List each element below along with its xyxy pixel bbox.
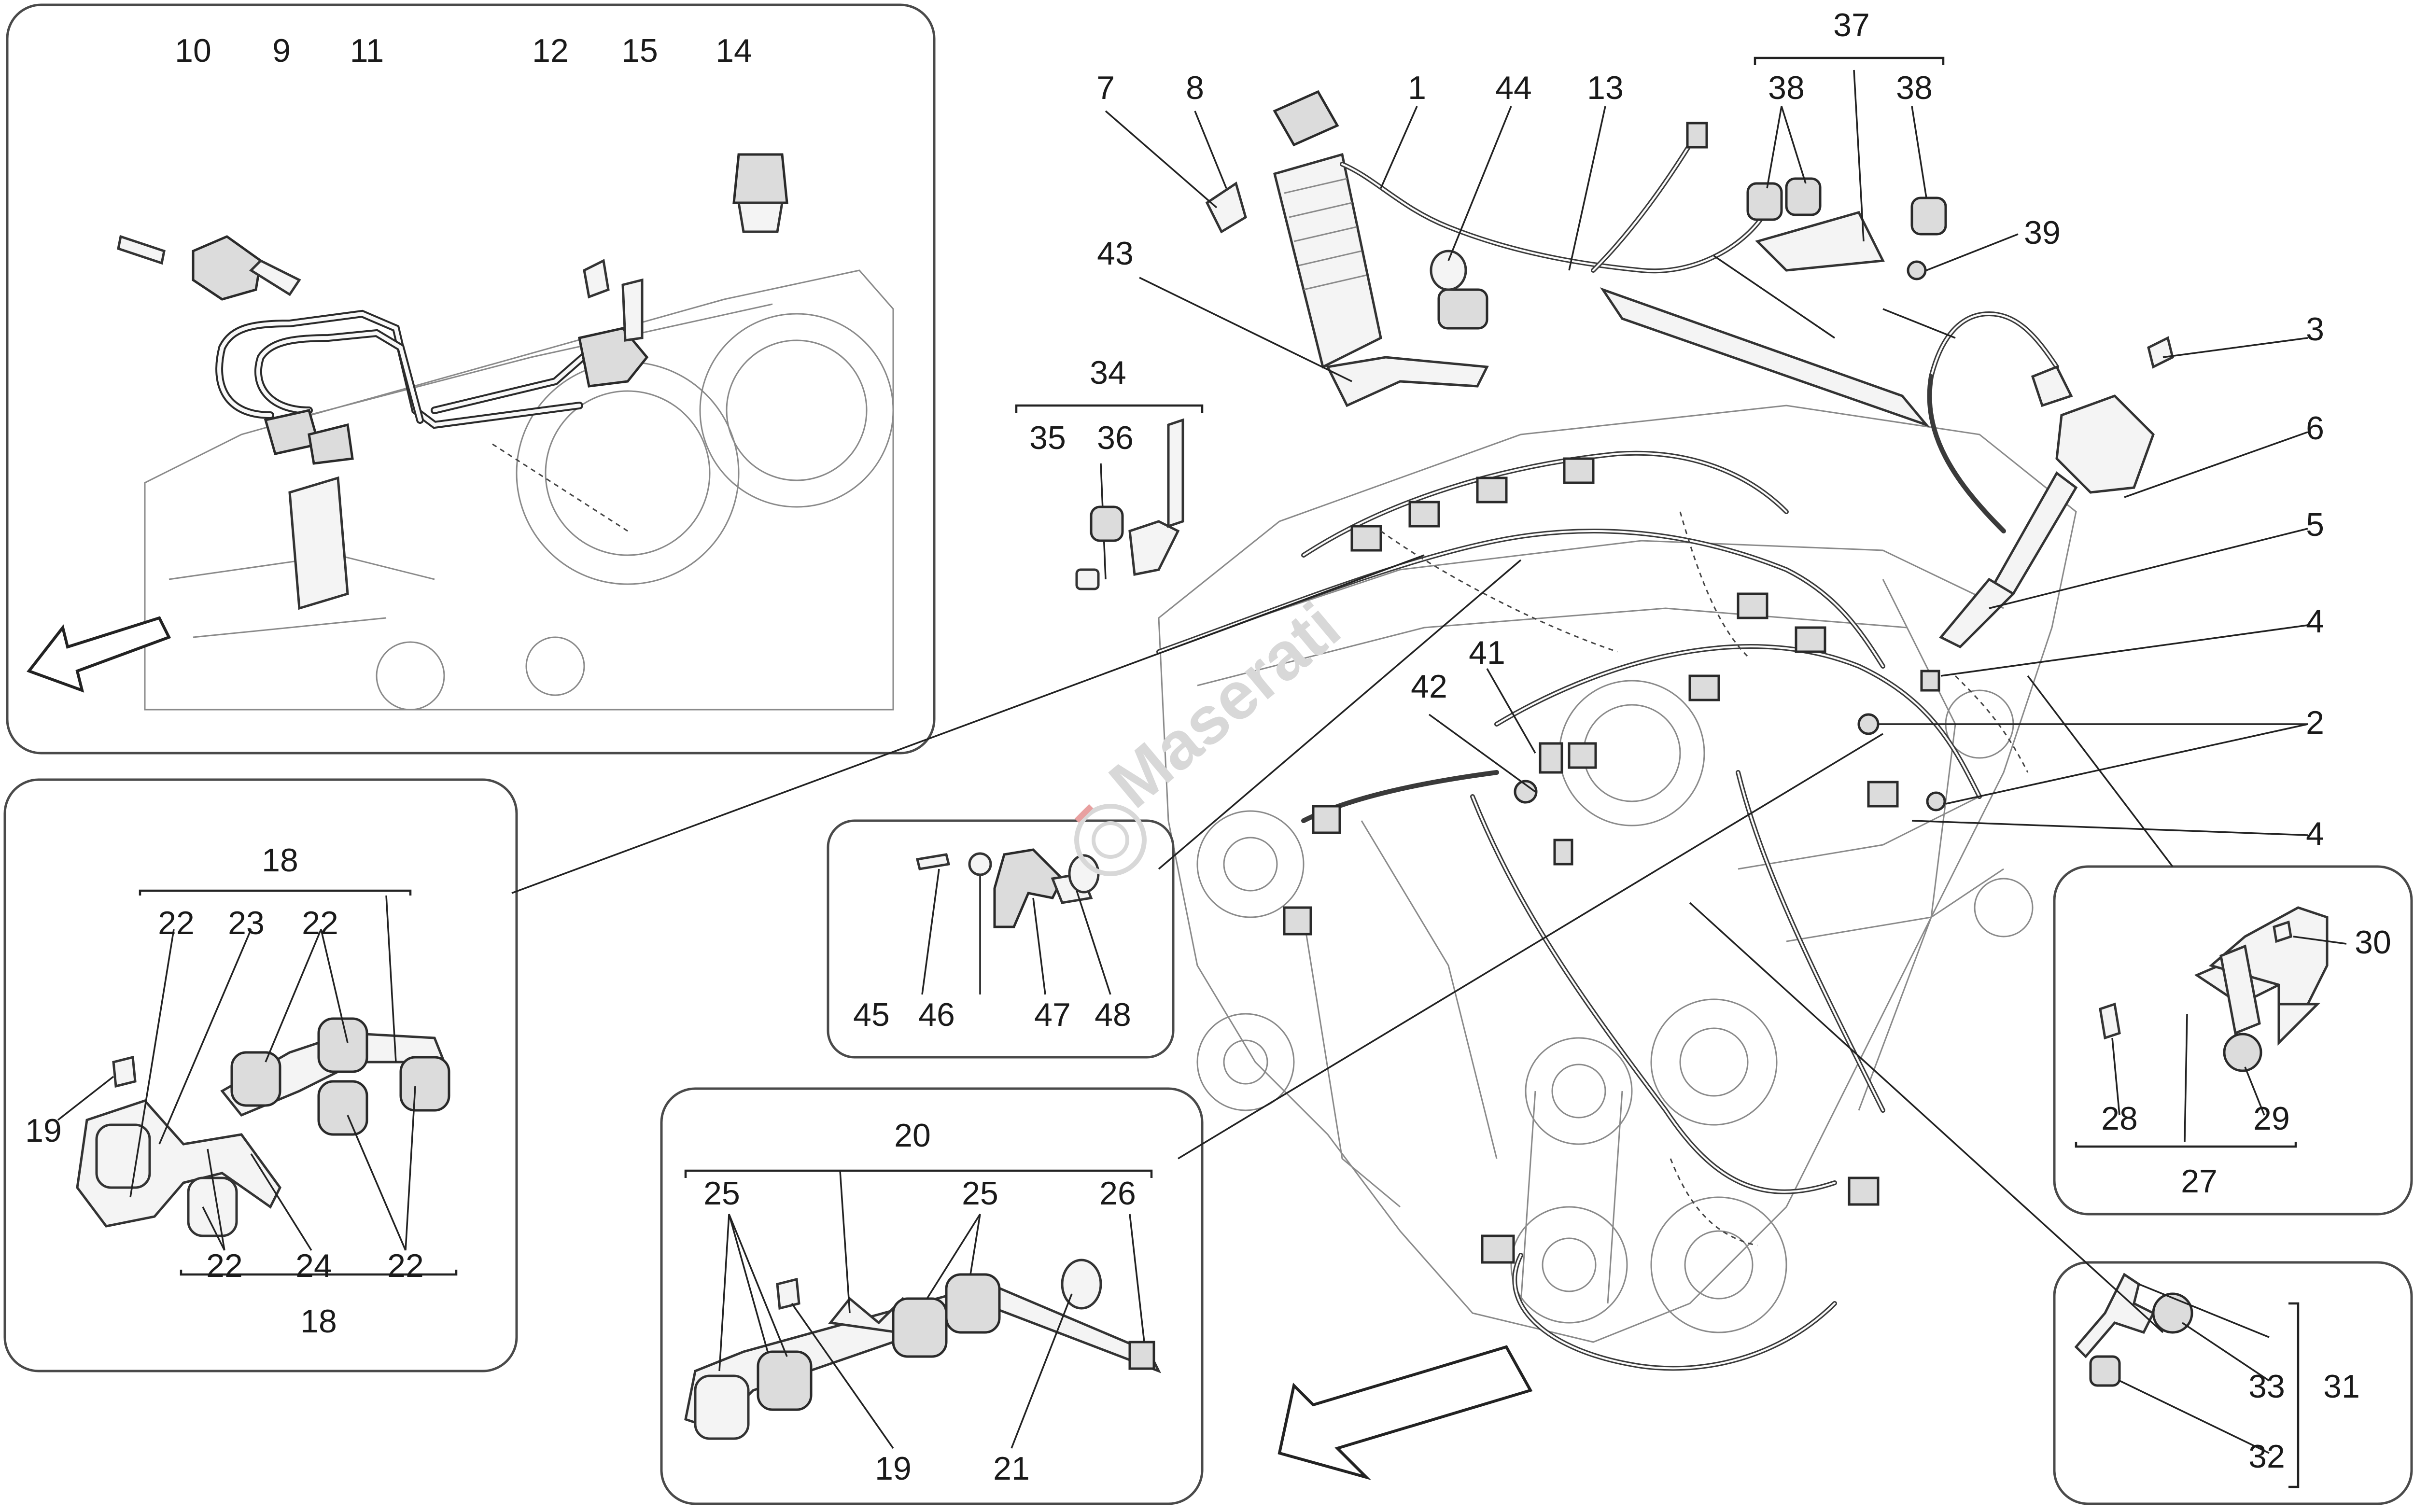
- label-37: 37: [1833, 7, 1870, 43]
- label-48: 48: [1095, 996, 1131, 1033]
- direction-arrow: [1277, 1345, 1533, 1480]
- label-27: 27: [2181, 1163, 2218, 1200]
- label-24: 24: [295, 1247, 332, 1284]
- label-38-a: 38: [1768, 70, 1805, 106]
- label-38-b: 38: [1896, 70, 1933, 106]
- inset-right-middle: [2053, 865, 2413, 1216]
- label-22-b: 22: [302, 905, 338, 941]
- label-2: 2: [2306, 704, 2324, 741]
- label-3: 3: [2306, 311, 2324, 348]
- label-30: 30: [2355, 924, 2391, 961]
- watermark-logo: [1074, 804, 1147, 876]
- label-28: 28: [2101, 1100, 2138, 1137]
- label-42: 42: [1411, 668, 1447, 705]
- label-4-top: 4: [2306, 603, 2324, 640]
- label-11: 11: [350, 32, 384, 69]
- label-8: 8: [1186, 70, 1204, 106]
- label-19-bottom: 19: [875, 1450, 912, 1487]
- engine-assembly: [1156, 90, 2174, 1371]
- label-35: 35: [1029, 420, 1066, 456]
- label-12: 12: [532, 32, 569, 69]
- label-25-b: 25: [962, 1175, 998, 1212]
- label-45: 45: [853, 996, 890, 1033]
- label-22-d: 22: [387, 1247, 424, 1284]
- label-39: 39: [2024, 214, 2061, 251]
- watermark: Maserati: [1095, 588, 1354, 822]
- label-31: 31: [2323, 1368, 2360, 1405]
- label-22-a: 22: [158, 905, 195, 941]
- label-10: 10: [175, 32, 211, 69]
- label-1: 1: [1408, 70, 1426, 106]
- label-41: 41: [1469, 634, 1505, 671]
- label-20: 20: [894, 1117, 931, 1154]
- callout-labels: 10 9 11 12 15 14 18 22 23 22 19 22 24 22…: [25, 7, 2391, 1487]
- label-7: 7: [1096, 70, 1115, 106]
- label-25-a: 25: [703, 1175, 740, 1212]
- label-6: 6: [2306, 410, 2324, 447]
- label-46: 46: [918, 996, 955, 1033]
- inset-center: [827, 819, 1175, 1059]
- label-23: 23: [228, 905, 265, 941]
- label-18-top: 18: [262, 842, 298, 879]
- label-4-bottom: 4: [2306, 815, 2324, 852]
- label-29: 29: [2253, 1100, 2290, 1137]
- label-34: 34: [1090, 354, 1126, 391]
- inset-bottom-right: [2053, 1261, 2413, 1505]
- label-22-c: 22: [206, 1247, 243, 1284]
- label-33: 33: [2248, 1368, 2285, 1405]
- label-47: 47: [1034, 996, 1071, 1033]
- label-15: 15: [621, 32, 658, 69]
- label-19-left: 19: [25, 1112, 62, 1149]
- inset-top-left: [6, 3, 936, 755]
- inset-bottom-center: [660, 1087, 1204, 1505]
- label-32: 32: [2248, 1438, 2285, 1475]
- label-14: 14: [716, 32, 752, 69]
- label-13: 13: [1587, 70, 1624, 106]
- label-18-bottom: 18: [300, 1303, 337, 1340]
- label-44: 44: [1495, 70, 1532, 106]
- inset-middle-left: [3, 778, 518, 1372]
- label-36: 36: [1097, 420, 1134, 456]
- label-26: 26: [1099, 1175, 1136, 1212]
- callout-lines: [511, 56, 2308, 1333]
- label-9: 9: [272, 32, 291, 69]
- clip-group-34: [1075, 418, 1184, 590]
- label-21: 21: [993, 1450, 1030, 1487]
- label-43: 43: [1097, 235, 1134, 272]
- label-5: 5: [2306, 506, 2324, 543]
